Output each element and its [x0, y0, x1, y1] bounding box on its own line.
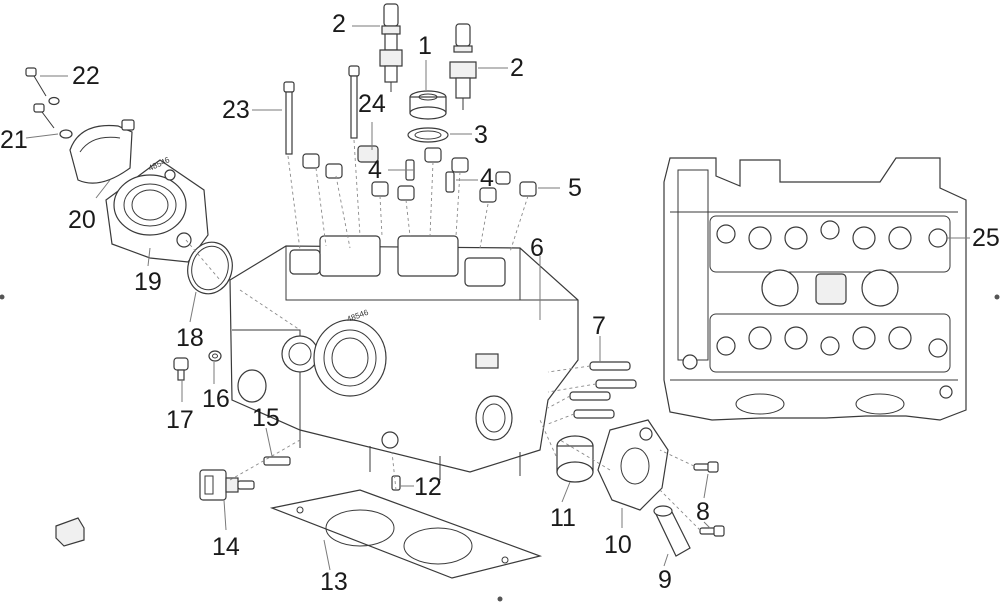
callout-14: 14 [212, 533, 240, 561]
outlet-bolts [693, 461, 725, 537]
callout-18: 18 [176, 324, 204, 352]
callout-4-left: 4 [368, 156, 382, 184]
spark-plug-right [449, 23, 477, 110]
callout-6: 6 [530, 234, 544, 262]
callout-21: 21 [0, 126, 28, 154]
plug-hole-seal [409, 90, 447, 120]
bolt-24 [348, 65, 360, 139]
callout-8: 8 [696, 498, 710, 526]
callout-20: 20 [68, 206, 96, 234]
cylinder-head-top-view [663, 157, 967, 421]
leader-lines [25, 25, 970, 571]
edge-marker-bottom [497, 596, 503, 602]
edge-marker-left [0, 294, 5, 300]
callout-23: 23 [222, 96, 250, 124]
callout-13: 13 [320, 568, 348, 596]
flange-bolt [173, 357, 189, 381]
callout-17: 17 [166, 406, 194, 434]
callout-4-right: 4 [480, 164, 494, 192]
callout-labels: 1 2 2 3 4 4 5 6 7 8 9 10 11 12 13 14 15 … [0, 10, 1000, 596]
edge-marker-right [994, 294, 1000, 300]
hose-fitting [653, 505, 691, 557]
callout-16: 16 [202, 385, 230, 413]
intake-manifold [105, 159, 209, 263]
callout-2-right: 2 [510, 54, 524, 82]
spark-plug-left [379, 3, 403, 92]
callout-12: 12 [414, 473, 442, 501]
callout-2-left: 2 [332, 10, 346, 38]
long-bolt [283, 81, 295, 155]
callout-25: 25 [972, 224, 1000, 252]
callout-22: 22 [72, 62, 100, 90]
temperature-sensor [199, 469, 255, 501]
clamp-bolts [25, 67, 73, 139]
head-gasket [269, 489, 543, 579]
callout-1: 1 [418, 32, 432, 60]
callout-3: 3 [474, 121, 488, 149]
cylinder-head [229, 235, 579, 480]
washer-16 [208, 350, 222, 362]
direction-arrow-icon [55, 517, 85, 547]
callout-15: 15 [252, 404, 280, 432]
hose-clamp [69, 119, 135, 184]
callout-10: 10 [604, 531, 632, 559]
callout-19: 19 [134, 268, 162, 296]
callout-11: 11 [550, 504, 576, 532]
callout-5: 5 [568, 174, 582, 202]
callout-7: 7 [592, 312, 606, 340]
valve-shims [302, 145, 537, 203]
water-outlet [597, 419, 669, 511]
studs [569, 361, 637, 419]
thermostat-plug [556, 435, 594, 483]
o-ring [407, 127, 449, 143]
callout-9: 9 [658, 566, 672, 594]
callout-24: 24 [358, 90, 386, 118]
